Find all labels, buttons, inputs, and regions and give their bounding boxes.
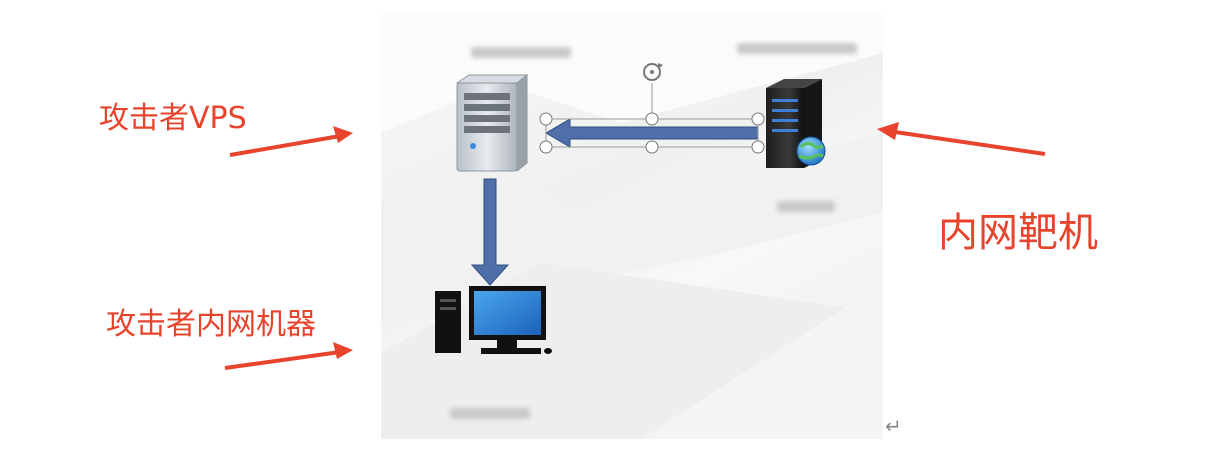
diagram-graphics xyxy=(435,63,826,354)
blurred-label-target-ip xyxy=(777,201,835,212)
blurred-label-vps xyxy=(471,47,571,58)
arrow-target-to-vps xyxy=(539,83,765,154)
red-arrow-to-target xyxy=(877,122,1046,156)
label-attacker-vps: 攻击者VPS xyxy=(99,101,247,136)
label-intranet-target: 内网靶机 xyxy=(938,210,1098,256)
arrow-vps-to-attacker-machine xyxy=(470,178,510,286)
server-tower-icon xyxy=(455,73,529,173)
blurred-label-attacker-machine xyxy=(450,408,530,419)
label-attacker-intranet-machine: 攻击者内网机器 xyxy=(106,307,316,342)
rotate-handle-icon[interactable] xyxy=(643,63,663,81)
red-arrow-to-attacker-machine xyxy=(224,342,353,370)
diagram-canvas xyxy=(381,13,883,439)
blurred-label-target xyxy=(737,43,857,54)
paragraph-mark-icon: ↵ xyxy=(885,414,902,438)
desktop-computer-icon xyxy=(435,286,552,354)
web-server-globe-icon xyxy=(766,79,826,168)
red-arrow-to-vps xyxy=(229,126,353,157)
